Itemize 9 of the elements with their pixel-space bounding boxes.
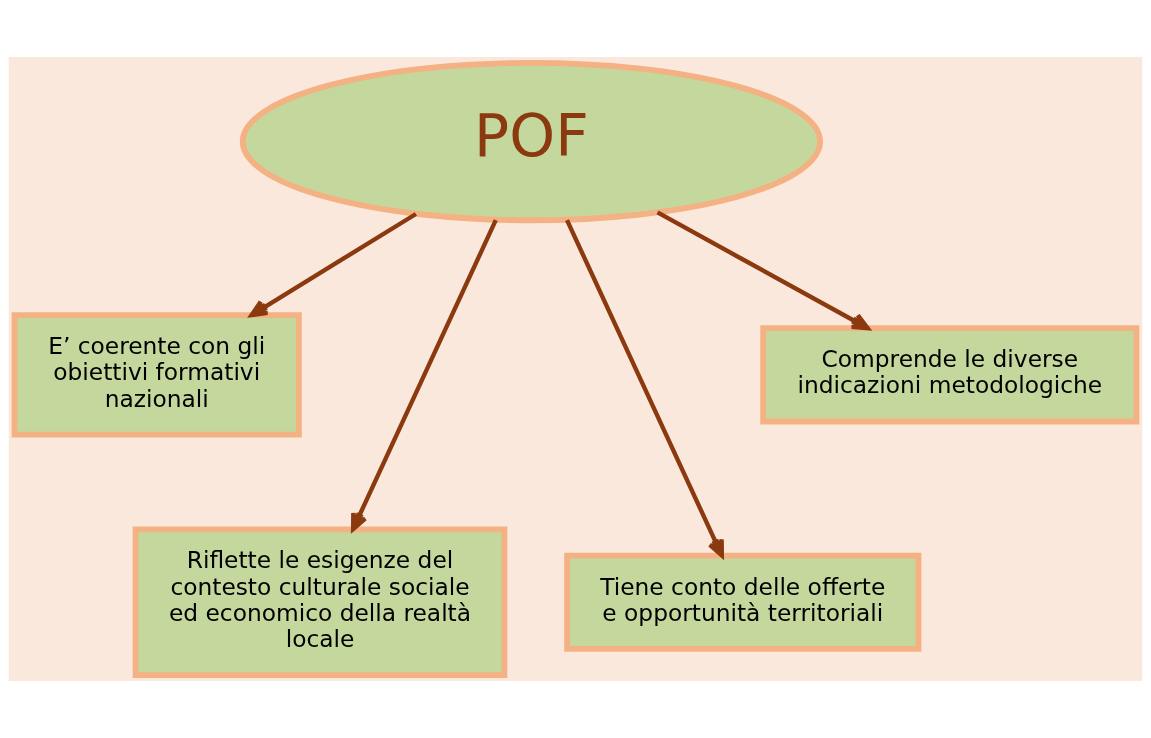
- node-box: Tiene conto delle offerte e opportunità territoriali: [564, 552, 922, 652]
- arrow: [249, 212, 418, 318]
- arrow: [656, 210, 870, 331]
- node-box: Riflette le esigenze del contesto culturale sociale ed economico della realtà locale: [132, 526, 508, 679]
- node-box: Comprende le diverse indicazioni metodologiche: [760, 325, 1140, 425]
- arrow: [350, 219, 498, 532]
- arrow: [565, 219, 724, 558]
- node-box: E’ coerente con gli obiettivi formativi nazionali: [11, 312, 302, 438]
- node-ellipse: POF: [239, 59, 823, 224]
